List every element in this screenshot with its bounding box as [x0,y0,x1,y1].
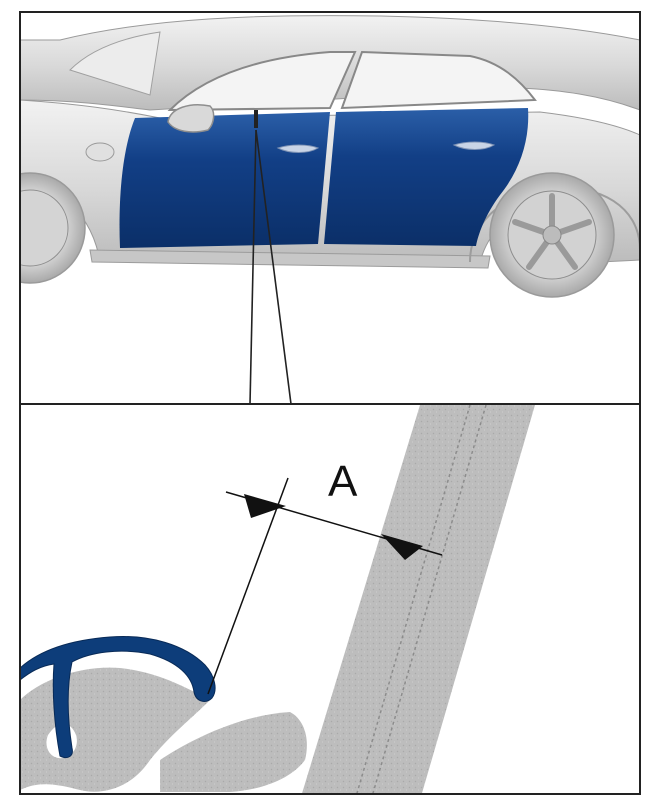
rear-wheel [489,172,615,298]
dimension-arrow-right-icon [381,534,423,560]
dimension-label: A [328,457,358,506]
dimension-arrow-left-icon [244,494,286,518]
callout-leader [249,129,292,405]
detail-view-panel: A [20,405,640,793]
car-side-view-panel [20,12,640,404]
front-door-panel [119,112,330,248]
car-side-view-icon [20,15,640,298]
seal-profile [20,636,216,759]
door-frame-strip [302,405,535,793]
extension-line-left [207,477,289,695]
